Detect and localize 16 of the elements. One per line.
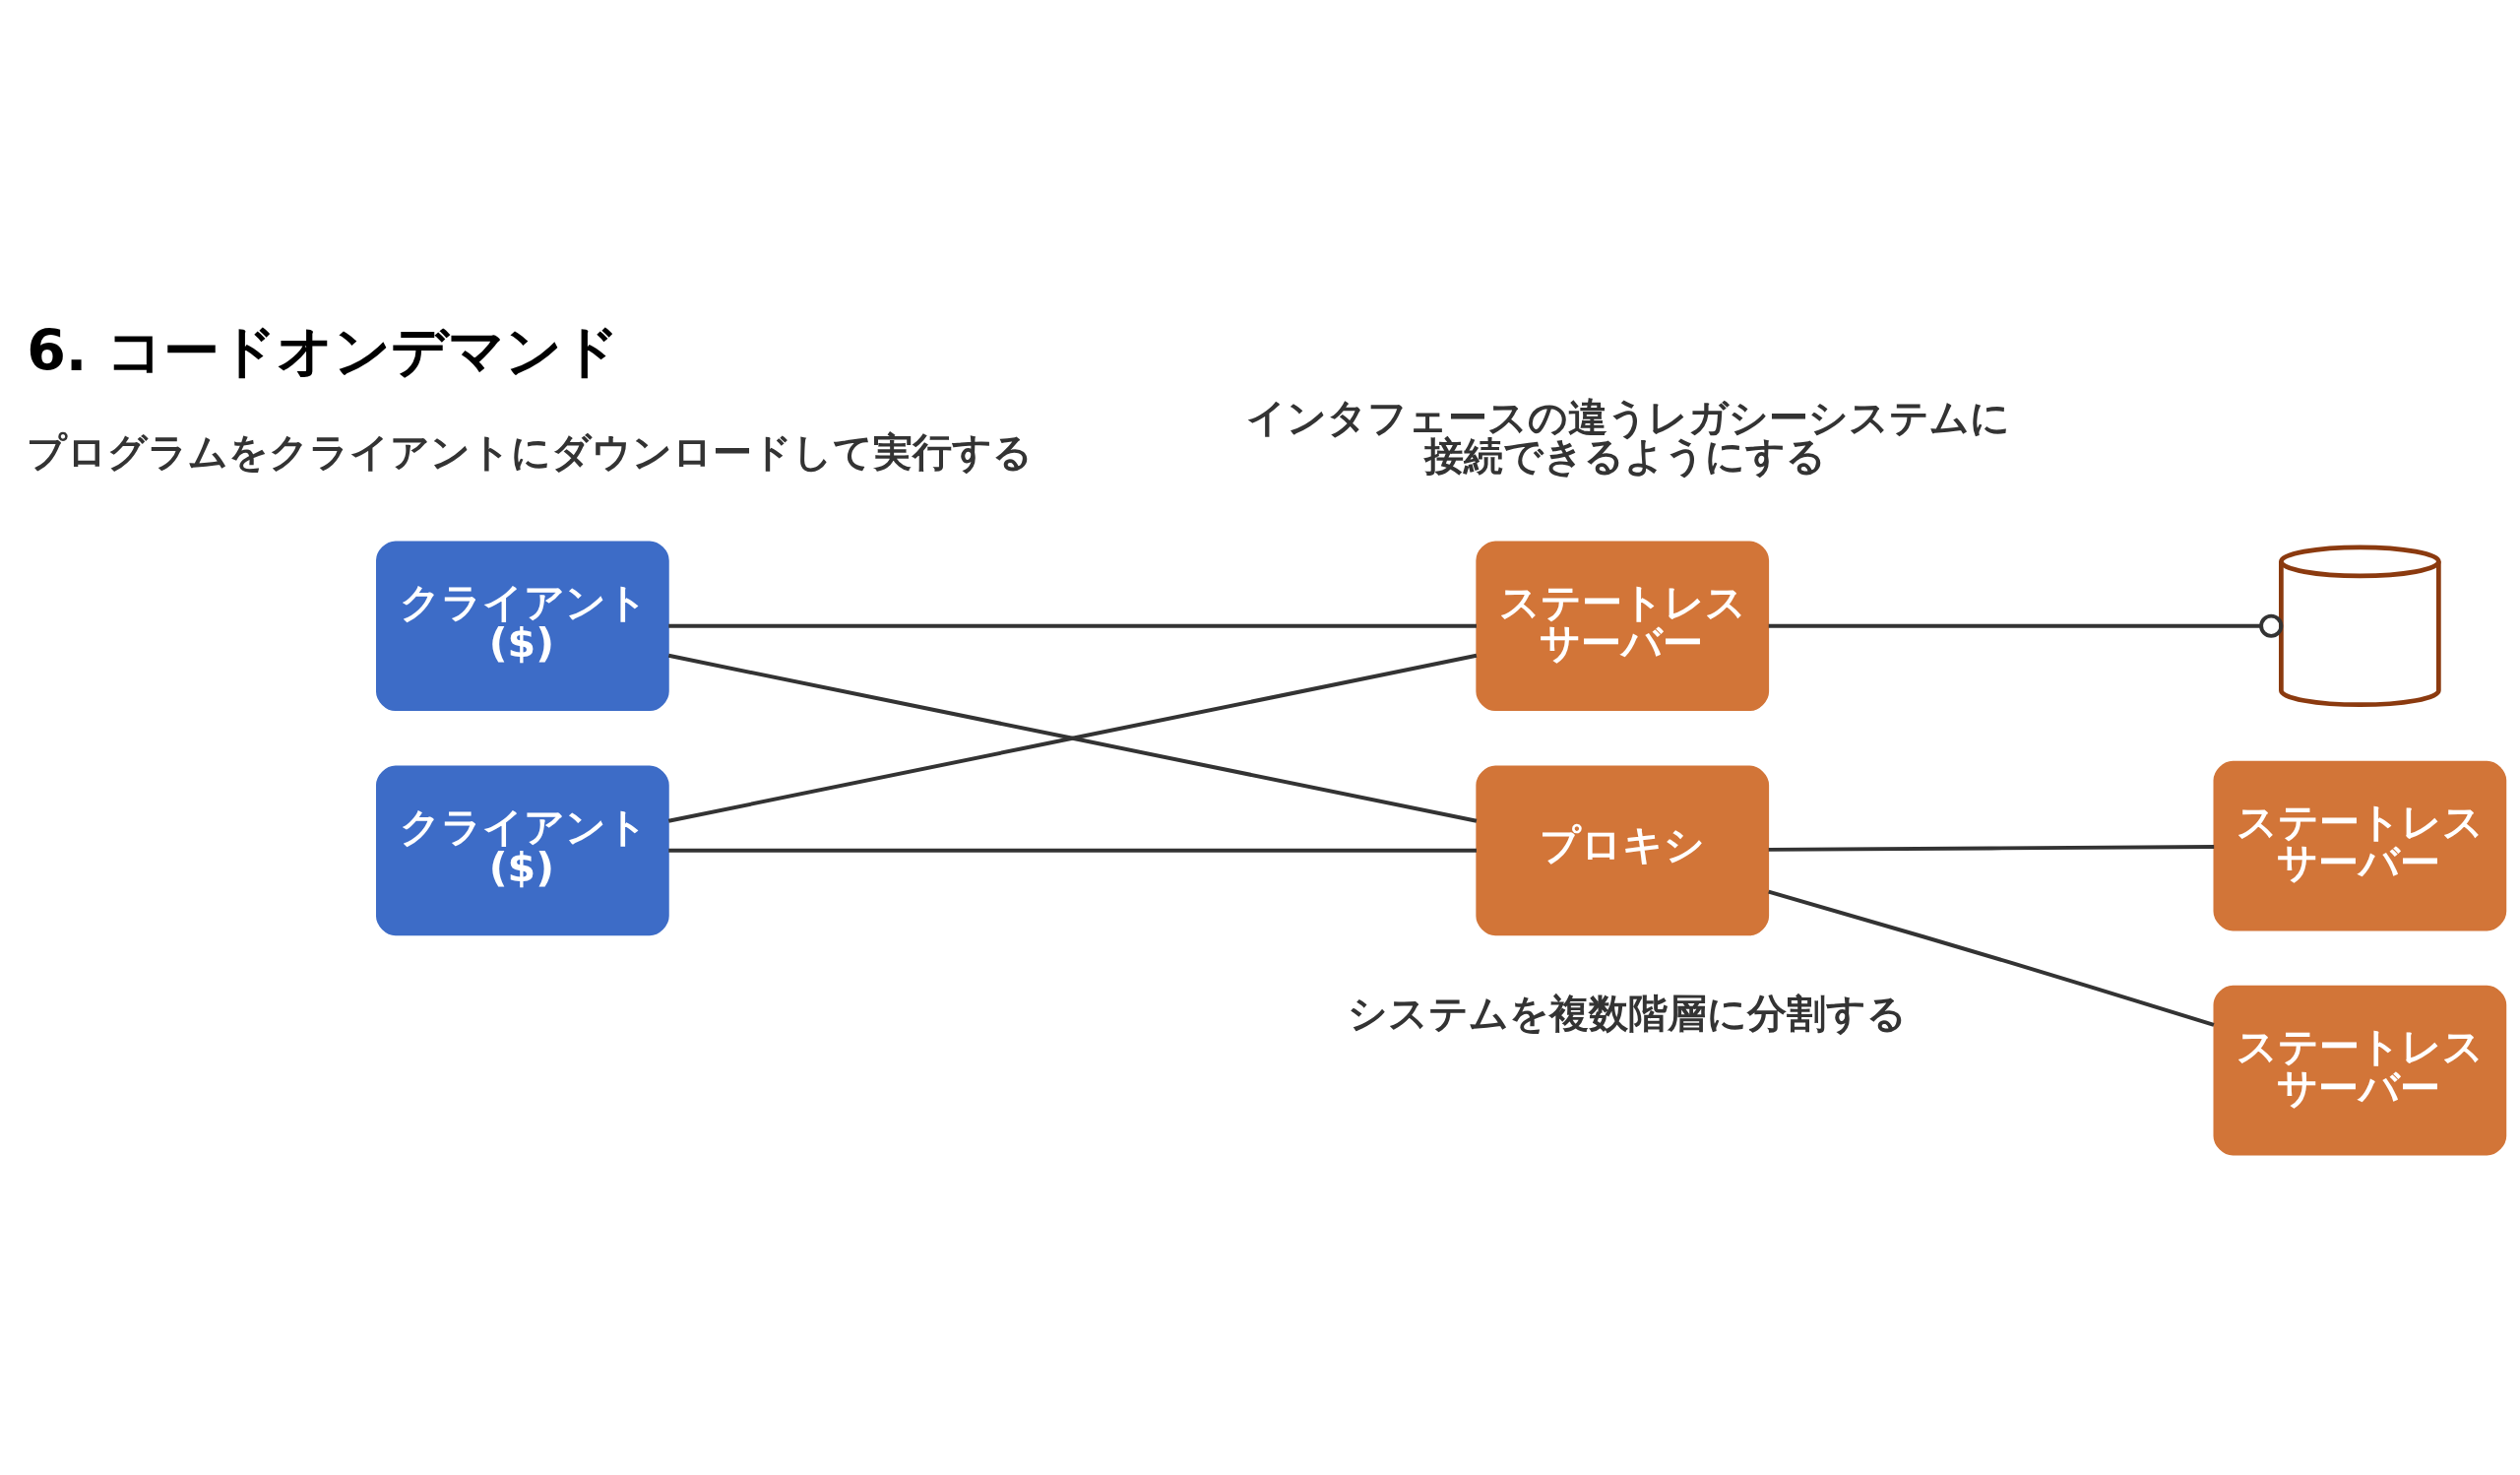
diagram-title: 6. コードオンデマンド — [27, 317, 620, 383]
label: プログラムをクライアントにダウンロードして実行する — [27, 428, 1034, 475]
connector — [1768, 845, 2215, 852]
connector — [1768, 613, 2284, 638]
node-box: クライアント($) — [376, 541, 669, 712]
label: インタフェースの違うレガシーシステムに接続できるようにする — [1245, 394, 2010, 480]
connector — [668, 623, 1477, 628]
node-box: クライアント($) — [376, 765, 669, 936]
connector — [668, 848, 1477, 853]
node-box: プロキシ — [1476, 765, 1770, 936]
node-box: ステートレスサーバー — [1476, 541, 1770, 712]
connector — [1768, 889, 2215, 1027]
label: システムを複数階層に分割する — [1347, 990, 1907, 1036]
node-box: ステートレスサーバー — [2213, 985, 2507, 1156]
node-box: ステートレスサーバー — [2213, 760, 2507, 931]
connector — [667, 653, 1478, 823]
